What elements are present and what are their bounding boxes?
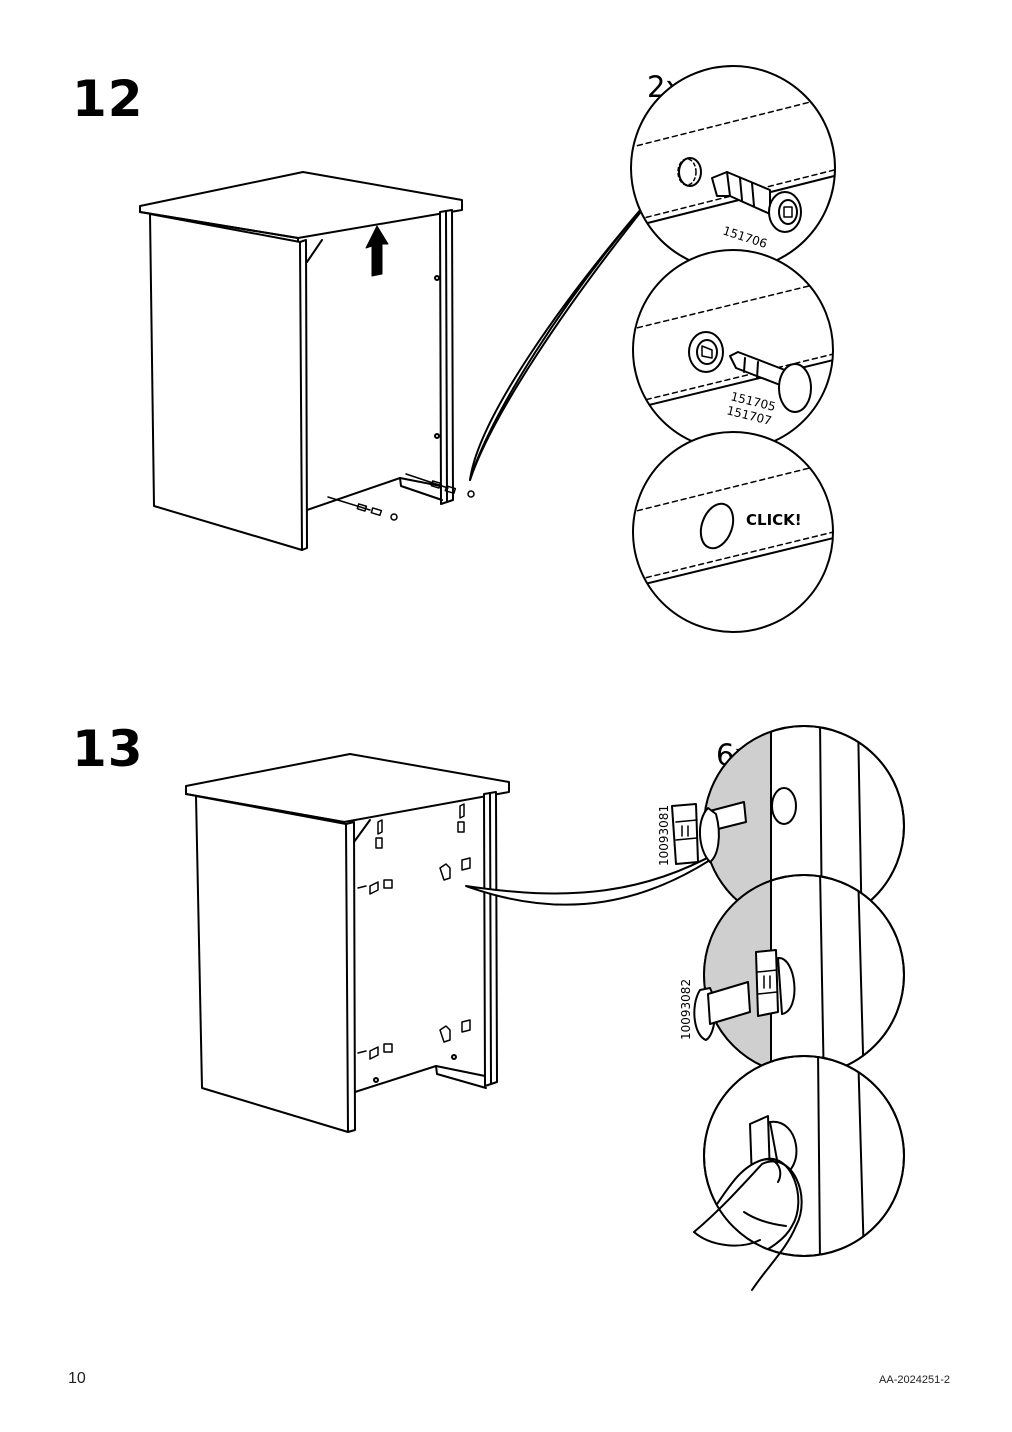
part-id-10093081: 10093081	[657, 805, 671, 866]
click-label: CLICK!	[746, 511, 802, 529]
step-12-nightstand	[139, 171, 669, 551]
step-12-detail-click: CLICK!	[632, 431, 834, 633]
page-number: 10	[68, 1370, 86, 1387]
step-13-detail-press	[693, 1055, 905, 1291]
step-12-detail-insert-pin: 151705 151707	[632, 249, 834, 451]
step-13-nightstand	[185, 753, 745, 1133]
part-id-10093082: 10093082	[679, 979, 693, 1040]
step-12-detail-insert-dowel: 151706	[630, 65, 836, 271]
step-12-number: 12	[72, 70, 144, 128]
document-code: AA-2024251-2	[879, 1374, 950, 1386]
step-13-number: 13	[72, 720, 144, 778]
